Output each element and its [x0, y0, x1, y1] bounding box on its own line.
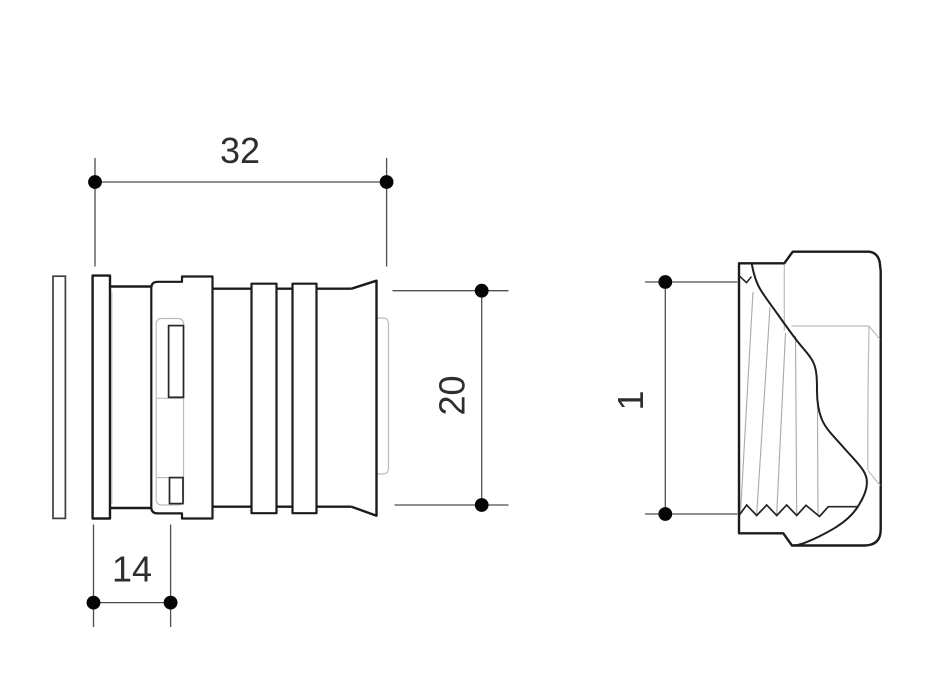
dimension-32: 32	[88, 130, 394, 267]
sleeve-inspection-window-top	[167, 324, 185, 399]
nut-outline	[737, 250, 882, 547]
dimension-1: 1	[610, 275, 738, 521]
nut-hex-facet-edges	[783, 265, 881, 486]
dimension-label-20: 20	[432, 375, 473, 415]
dimension-dot	[163, 595, 178, 610]
dimension-dot	[379, 175, 394, 189]
dimension-label-32: 32	[220, 130, 260, 171]
dimension-dot	[474, 498, 489, 512]
dimension-dot	[88, 175, 102, 189]
nut-thread-lines	[739, 291, 819, 515]
fitting-body-edges	[110, 279, 378, 517]
dimension-14: 14	[86, 524, 178, 627]
nut-section-break-curve	[750, 262, 868, 547]
dimension-dot	[474, 283, 489, 298]
dimension-label-14: 14	[112, 549, 152, 590]
dimension-dot	[86, 595, 101, 610]
dimension-dot	[658, 275, 673, 289]
sleeve-hidden-edges	[155, 317, 185, 506]
dimension-label-1: 1	[610, 390, 651, 410]
nut-thread-top-notch	[738, 275, 753, 284]
fitting-insert-hidden-edge	[375, 317, 390, 475]
dimension-dot	[658, 507, 673, 521]
fitting-rib-2	[291, 282, 318, 515]
dimension-20: 20	[392, 283, 509, 512]
sleeve-inspection-window-bottom	[168, 476, 184, 505]
press-fitting-side-view	[52, 274, 390, 520]
nut-thread-zigzag	[738, 503, 858, 518]
end-washer	[52, 275, 67, 520]
union-nut-section-view	[737, 250, 882, 547]
fitting-flange	[91, 274, 112, 520]
fitting-rib-1	[250, 282, 278, 515]
